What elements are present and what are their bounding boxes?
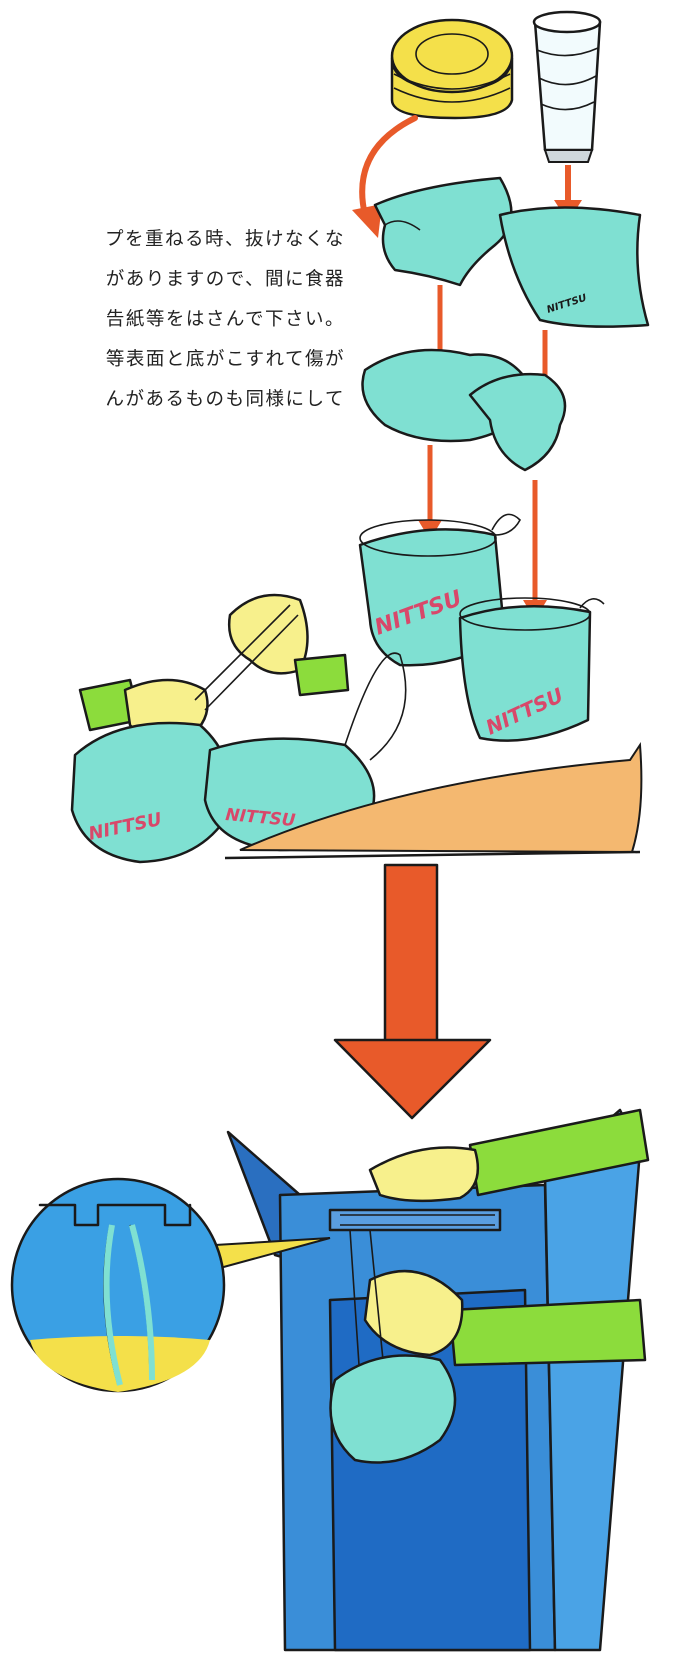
stacked-cups-illustration (534, 12, 600, 162)
hands-tying-bag (80, 595, 348, 743)
big-down-arrow-icon (335, 865, 490, 1118)
wrapped-bundle (363, 350, 566, 470)
wrapping-cloth (375, 178, 511, 285)
stacked-plates-illustration (392, 20, 512, 118)
drawstring-bag-small: NITTSU (460, 598, 604, 741)
small-bag: NITTSU (500, 208, 648, 327)
